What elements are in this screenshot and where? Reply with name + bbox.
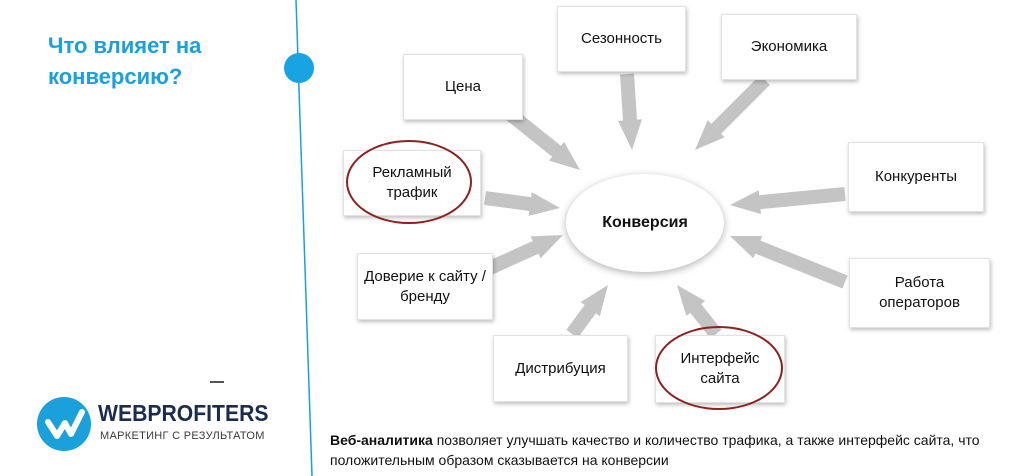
factor-competitors: Конкуренты bbox=[848, 142, 984, 212]
factor-price: Цена bbox=[403, 54, 523, 120]
arrow-trust bbox=[487, 235, 563, 275]
arrow-seasonality bbox=[618, 73, 642, 150]
arrow-operators bbox=[730, 236, 848, 289]
caption-text: позволяет улучшать качество и количество… bbox=[330, 432, 980, 468]
arrow-economy bbox=[695, 75, 770, 150]
logo-tagline: МАРКЕТИНГ С РЕЗУЛЬТАТОМ bbox=[100, 430, 265, 442]
highlight-ring-site-interface bbox=[655, 326, 783, 410]
caption-bold: Веб-аналитика bbox=[330, 432, 433, 448]
slide-title: Что влияет на конверсию? bbox=[48, 33, 202, 89]
factor-distribution: Дистрибуция bbox=[493, 335, 628, 402]
highlight-ring-ad-traffic bbox=[346, 140, 472, 224]
timeline-dot bbox=[284, 53, 314, 83]
caption: Веб-аналитика позволяет улучшать качеств… bbox=[330, 430, 1010, 470]
arrow-competitors bbox=[730, 187, 846, 215]
webprofiters-logo-icon bbox=[37, 397, 91, 451]
dash-mark bbox=[210, 381, 224, 383]
center-node: Конверсия bbox=[566, 174, 724, 272]
factor-seasonality: Сезонность bbox=[557, 6, 686, 72]
logo-name: WEBPROFITERS bbox=[98, 400, 269, 426]
arrow-price bbox=[500, 104, 580, 170]
arrow-distribution bbox=[566, 285, 608, 339]
factor-operators: Работа операторов bbox=[849, 258, 990, 328]
factor-trust: Доверие к сайту / бренду bbox=[357, 253, 493, 320]
factor-economy: Экономика bbox=[721, 14, 857, 80]
arrow-site-interface bbox=[677, 285, 722, 339]
arrow-ad-traffic bbox=[484, 191, 560, 216]
